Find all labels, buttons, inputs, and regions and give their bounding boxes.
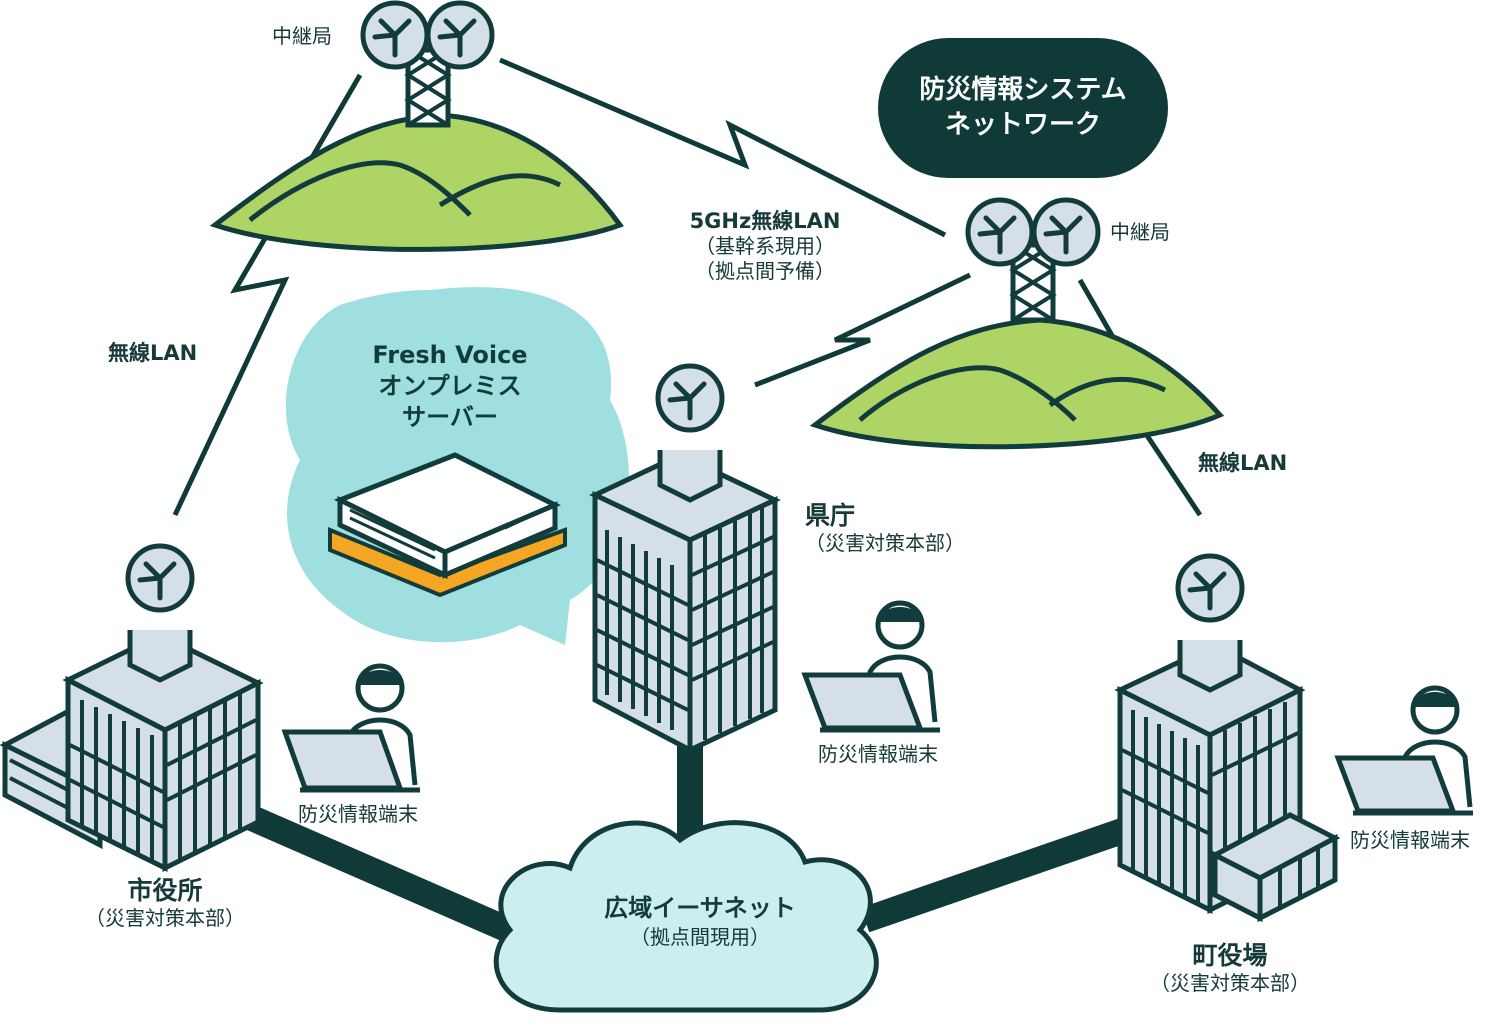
- server-label-line-3: サーバー: [402, 403, 498, 432]
- title-line-2: ネットワーク: [944, 110, 1101, 140]
- city-sub: （災害対策本部）: [85, 906, 245, 931]
- mountain-left: [209, 112, 624, 252]
- prefecture-name: 県庁: [805, 501, 856, 530]
- right-wireless-label: 無線LAN: [1198, 451, 1288, 475]
- operator-town: [1334, 685, 1473, 816]
- mountain-right: [809, 317, 1225, 450]
- ethernet-label: 広域イーサネット （拠点間現用）: [540, 892, 860, 951]
- town-label: 町役場 （災害対策本部）: [1130, 940, 1330, 996]
- city-name: 市役所: [127, 876, 203, 905]
- town-terminal-label: 防災情報端末: [1350, 828, 1470, 852]
- backbone-label-line-1: 5GHz無線LAN: [689, 209, 841, 233]
- backbone-label-line-2: （基幹系現用）: [695, 234, 835, 259]
- town-sub: （災害対策本部）: [1150, 971, 1310, 996]
- server-label-line-2: オンプレミス: [378, 372, 522, 401]
- diagram-title: 防災情報システム ネットワーク: [878, 38, 1168, 178]
- left-wireless-label: 無線LAN: [108, 341, 198, 365]
- operator-city: [281, 663, 420, 793]
- prefecture-building: [589, 366, 781, 755]
- town-hall-building: [1114, 556, 1341, 923]
- relay-right-label: 中継局: [1110, 220, 1170, 244]
- relay-tower-left: [363, 3, 492, 125]
- backbone-label-line-3: （拠点間予備）: [695, 259, 835, 284]
- ethernet-label-line-2: （拠点間現用）: [630, 925, 770, 950]
- prefecture-label: 県庁 （災害対策本部）: [805, 500, 965, 556]
- operator-prefecture: [801, 600, 940, 733]
- ethernet-cloud: [493, 820, 879, 1013]
- ethernet-label-line-1: 広域イーサネット: [604, 894, 796, 922]
- prefecture-terminal-label: 防災情報端末: [818, 742, 938, 766]
- prefecture-sub: （災害対策本部）: [805, 531, 965, 556]
- title-line-1: 防災情報システム: [919, 74, 1127, 105]
- backbone-label: 5GHz無線LAN （基幹系現用） （拠点間予備）: [670, 208, 860, 284]
- server-appliance: [328, 452, 567, 598]
- city-hall-building: [0, 546, 264, 873]
- server-label-line-1: Fresh Voice: [372, 341, 528, 369]
- server-label: Fresh Voice オンプレミス サーバー: [300, 340, 600, 434]
- relay-left-label: 中継局: [272, 24, 332, 48]
- city-label: 市役所 （災害対策本部）: [70, 875, 260, 931]
- city-terminal-label: 防災情報端末: [298, 802, 418, 826]
- town-name: 町役場: [1192, 941, 1268, 970]
- ethernet-links: [239, 745, 1130, 947]
- relay-tower-right: [968, 200, 1098, 320]
